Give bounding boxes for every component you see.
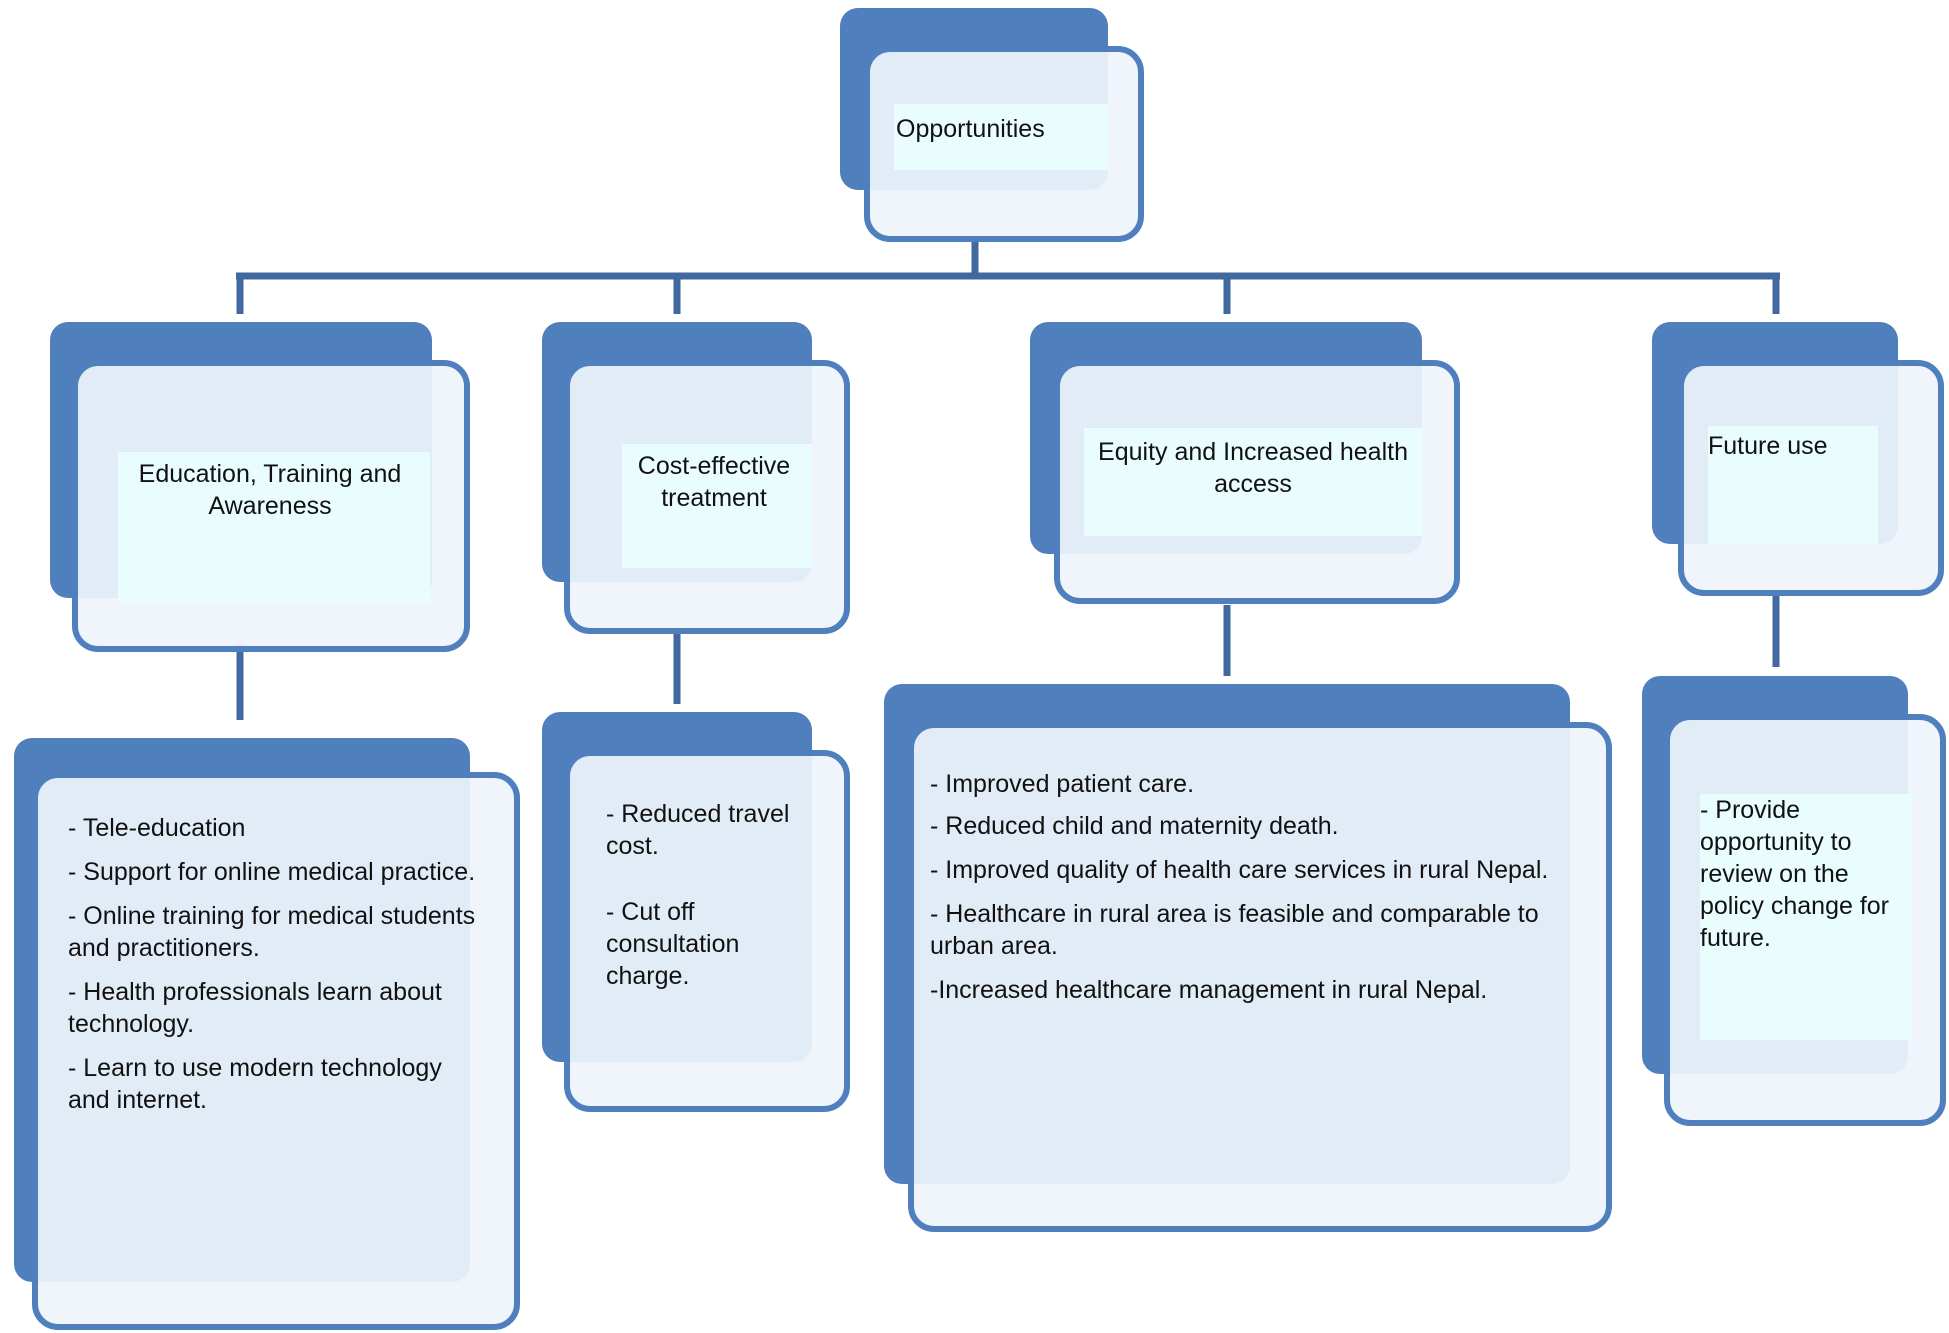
detail-item: - Health professionals learn about techn…	[68, 978, 442, 1038]
detail-item: - Online training for medical students a…	[68, 902, 476, 962]
category-node-future-label: Future use	[1708, 432, 1828, 460]
detail-item: - Support for online medical practice.	[68, 858, 476, 886]
detail-item: - Learn to use modern technology and int…	[68, 1054, 442, 1114]
root-node-label-background	[894, 104, 1108, 170]
category-node-equity-label-background	[1084, 428, 1422, 536]
detail-list-cost: - Reduced travel cost. - Cut off consult…	[606, 798, 816, 992]
detail-item: - Healthcare in rural area is feasible a…	[930, 900, 1539, 960]
detail-item: - Reduced child and maternity death.	[930, 812, 1339, 840]
detail-node-education-panel	[32, 772, 520, 1330]
detail-list-education: - Tele-education - Support for online me…	[68, 812, 488, 1116]
category-node-future-label-background	[1708, 426, 1878, 544]
category-node-equity-label: Equity and Increased health access	[1098, 438, 1408, 498]
detail-node-equity-panel	[908, 722, 1612, 1232]
root-node-label: Opportunities	[896, 115, 1045, 143]
detail-list-equity: - Improved patient care. - Reduced child…	[930, 768, 1570, 1006]
category-node-education-label-background	[118, 452, 430, 602]
detail-item: - Provide opportunity to review on the p…	[1700, 796, 1890, 952]
category-node-education-label: Education, Training and Awareness	[138, 460, 402, 520]
detail-item: - Tele-education	[68, 814, 246, 842]
detail-item: - Improved patient care.	[930, 770, 1195, 798]
category-node-cost-label-background	[622, 444, 812, 568]
category-node-cost-label: Cost-effective treatment	[637, 452, 791, 512]
detail-item: - Cut off consultation charge.	[606, 898, 740, 990]
detail-list-future: - Provide opportunity to review on the p…	[1700, 794, 1912, 954]
detail-item: -Increased healthcare management in rura…	[930, 976, 1488, 1004]
detail-item: - Improved quality of health care servic…	[930, 856, 1549, 884]
detail-node-cost-panel	[564, 750, 850, 1112]
detail-node-future-text-background	[1700, 794, 1912, 1040]
detail-item: - Reduced travel cost.	[606, 800, 790, 860]
